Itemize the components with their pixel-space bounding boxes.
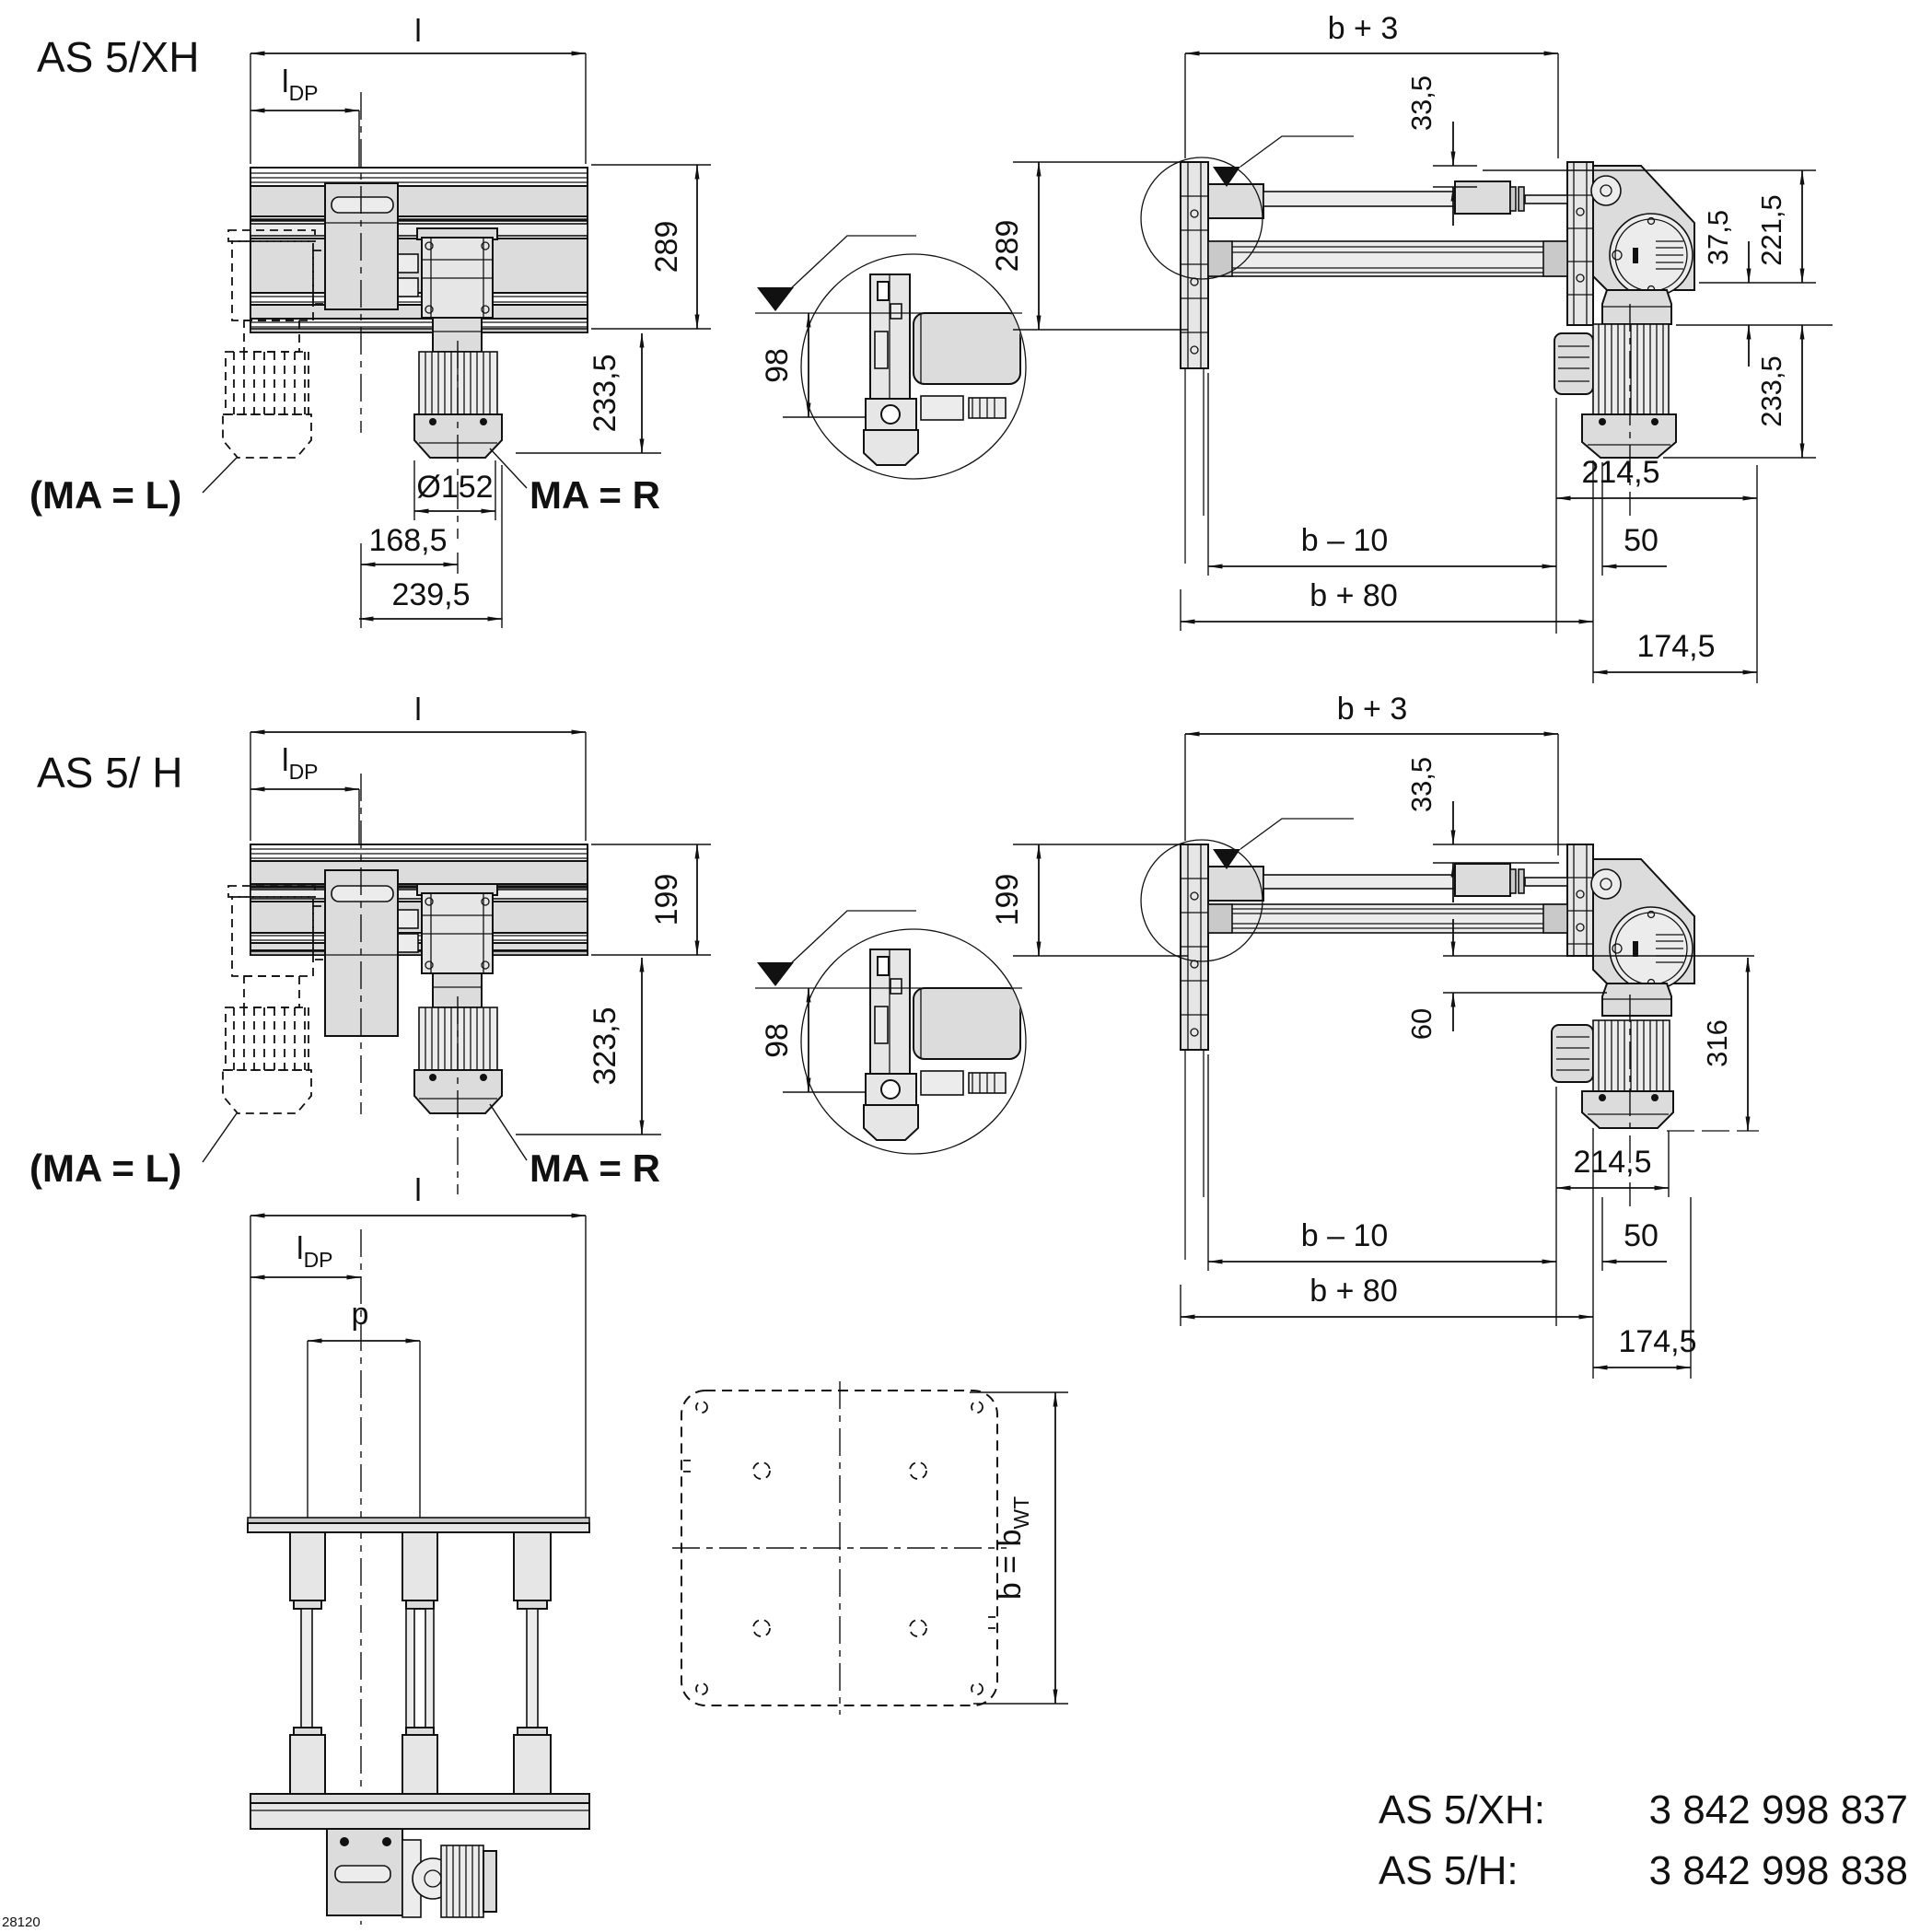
- label-ma-r-xh: MA = R: [530, 473, 660, 517]
- as5xh-front-dims: b + 3 33,5 289 37,5 221,5 233,5 214,5 b …: [990, 11, 1833, 683]
- part-number-h: 3 842 998 838: [1649, 1848, 1908, 1893]
- dim-2145-h: 214,5: [1573, 1145, 1651, 1180]
- as5h-detail-section: 98: [755, 911, 1026, 1154]
- label-ma-r-h: MA = R: [530, 1146, 660, 1190]
- as5xh-drive-block: [324, 92, 459, 539]
- dim-dia152: Ø152: [416, 470, 493, 505]
- dim-1745-xh: 174,5: [1636, 629, 1715, 664]
- view-as5xh-front: b + 3 33,5 289 37,5 221,5 233,5 214,5 b …: [990, 11, 1833, 683]
- dim-1685: 168,5: [368, 523, 447, 558]
- dim-ldp-xh: lDP: [282, 64, 319, 105]
- view-as5h-side: AS 5/ H l lDP 199 323,5: [29, 692, 711, 1194]
- as5h-front-motor: [1551, 983, 1674, 1206]
- part-model-h: AS 5/H:: [1379, 1848, 1519, 1893]
- dim-3235: 323,5: [588, 1007, 623, 1085]
- as5xh-drive-head: [1590, 165, 1695, 297]
- as5xh-side-dims: l lDP 289 233,5 Ø152 168,5 239,5 (MA = L…: [29, 14, 711, 628]
- dim-p: p: [352, 1297, 369, 1332]
- as5h-drive-head: [1590, 858, 1695, 991]
- label-ma-l-xh: (MA = L): [29, 473, 181, 517]
- dim-98-xh: 98: [760, 348, 795, 383]
- view-as5h-front: b + 3 33,5 199 60 316 214,5 b – 10 50 b …: [990, 692, 1759, 1379]
- dim-50-h: 50: [1624, 1218, 1658, 1253]
- dim-b3-xh: b + 3: [1328, 11, 1399, 46]
- title-as5xh: AS 5/XH: [37, 33, 199, 81]
- doc-number: 28120: [2, 1915, 41, 1930]
- as5xh-front-detail-circle: [1140, 135, 1354, 280]
- dim-2145-xh: 214,5: [1581, 455, 1659, 490]
- view-workpiece-pallet: b = bWT: [672, 1381, 1068, 1715]
- as5h-front-shaft: [1207, 863, 1568, 902]
- label-ma-l-h: (MA = L): [29, 1146, 181, 1190]
- dim-b80-xh: b + 80: [1309, 578, 1397, 613]
- dim-335-xh: 33,5: [1405, 76, 1437, 131]
- dim-ldp-h: lDP: [282, 743, 319, 784]
- dim-375: 37,5: [1702, 210, 1734, 265]
- as5h-beam: [250, 844, 588, 956]
- dim-l-xh: l: [414, 14, 422, 49]
- part-number-xh: 3 842 998 837: [1649, 1787, 1908, 1833]
- title-as5h: AS 5/ H: [37, 749, 183, 797]
- dim-2395: 239,5: [391, 577, 470, 612]
- as5xh-front-beam: [1207, 240, 1568, 277]
- dim-289-xh-front: 289: [990, 220, 1025, 273]
- dim-60: 60: [1405, 1008, 1437, 1040]
- dim-b10-h: b – 10: [1301, 1218, 1389, 1253]
- plan-structure: [247, 1517, 590, 1918]
- dim-b10-xh: b – 10: [1301, 523, 1389, 558]
- dim-316: 316: [1701, 1019, 1733, 1067]
- dim-l-plan: l: [414, 1173, 422, 1208]
- dim-199-h-front: 199: [990, 874, 1025, 926]
- dim-335-h: 33,5: [1405, 757, 1437, 812]
- as5xh-front-motor: [1554, 289, 1677, 516]
- as5xh-beam: [250, 167, 588, 333]
- dim-b80-h: b + 80: [1309, 1274, 1397, 1309]
- as5h-drive-block: [324, 774, 459, 1194]
- dim-98-h: 98: [760, 1023, 795, 1058]
- dim-289-xh-side: 289: [649, 221, 684, 274]
- dim-199-h-side: 199: [649, 874, 684, 926]
- view-as5xh-side: AS 5/XH l lDP 289: [29, 14, 711, 628]
- dim-50-xh: 50: [1624, 523, 1658, 558]
- as5xh-detail-section: 98: [755, 236, 1026, 479]
- dim-ldp-plan: lDP: [297, 1231, 333, 1272]
- as5xh-front-legs: [1180, 161, 1594, 564]
- dim-bwt: b = bWT: [993, 1496, 1033, 1600]
- dim-2215: 221,5: [1755, 194, 1787, 266]
- as5h-side-dims: l lDP 199 323,5 (MA = L) MA = R: [29, 692, 711, 1190]
- dim-2335-xh-front: 233,5: [1755, 355, 1787, 427]
- as5h-front-beam: [1207, 903, 1568, 934]
- as5h-front-dims: b + 3 33,5 199 60 316 214,5 b – 10 50 b …: [990, 692, 1759, 1379]
- dim-b3-h: b + 3: [1337, 692, 1408, 727]
- plan-dims: l lDP p: [250, 1173, 587, 1925]
- view-plan: l lDP p: [247, 1173, 590, 1925]
- dim-2335-xh-side: 233,5: [588, 354, 623, 432]
- dim-1745-h: 174,5: [1618, 1324, 1696, 1359]
- as5h-front-detail-circle: [1140, 818, 1354, 962]
- part-numbers: AS 5/XH: 3 842 998 837 AS 5/H: 3 842 998…: [1379, 1787, 1908, 1893]
- dim-l-h: l: [414, 692, 422, 727]
- part-model-xh: AS 5/XH:: [1379, 1787, 1545, 1833]
